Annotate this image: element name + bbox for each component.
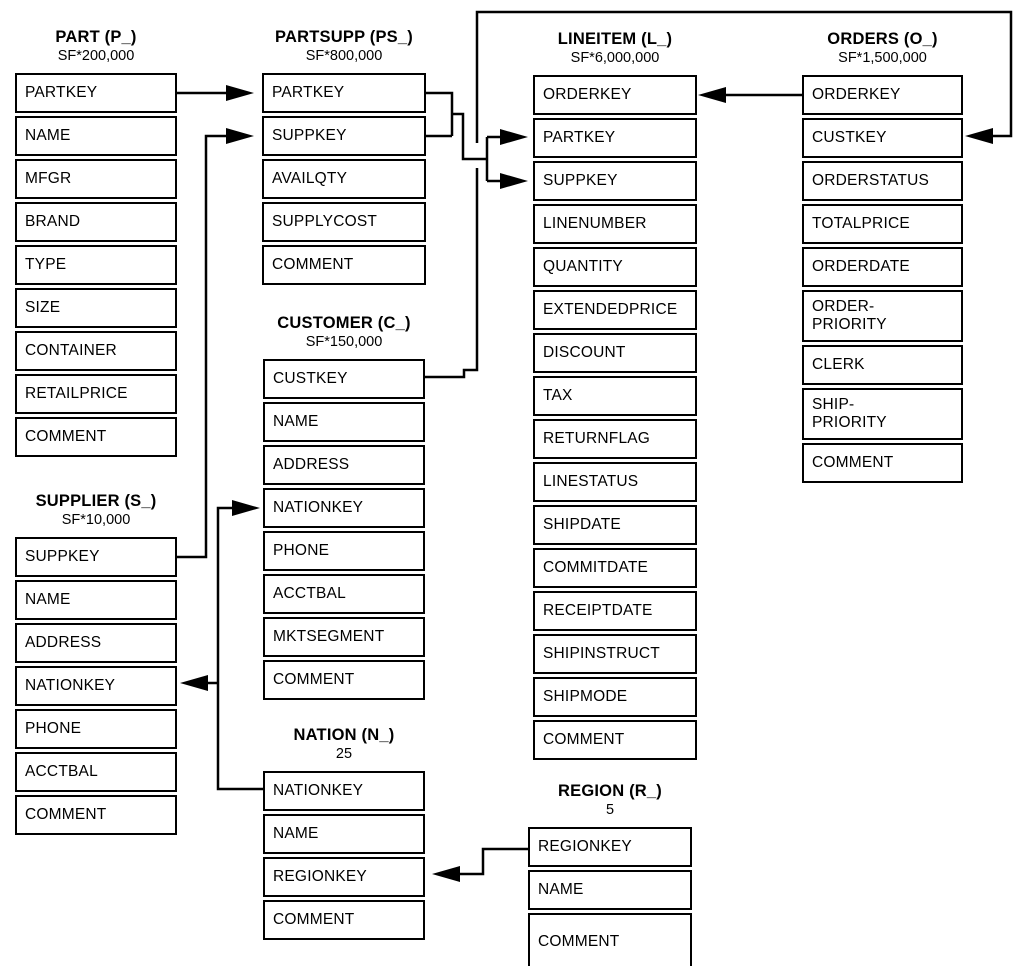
partsupp-keys-to-lineitem-keys-line <box>426 91 504 183</box>
field-part-partkey: PARTKEY <box>15 73 177 113</box>
field-orders-orderkey: ORDERKEY <box>802 75 963 115</box>
field-orders-order-priority: ORDER- PRIORITY <box>802 290 963 342</box>
table-title-orders: ORDERS (O_) <box>827 30 938 48</box>
orders-orderkey-to-lineitem-orderkey-arrowhead-0 <box>698 87 726 103</box>
field-orders-comment: COMMENT <box>802 443 963 483</box>
field-nation-comment: COMMENT <box>263 900 425 940</box>
field-customer-mktsegment: MKTSEGMENT <box>263 617 425 657</box>
field-region-comment: COMMENT <box>528 913 692 966</box>
field-lineitem-returnflag: RETURNFLAG <box>533 419 697 459</box>
field-lineitem-linestatus: LINESTATUS <box>533 462 697 502</box>
field-orders-custkey: CUSTKEY <box>802 118 963 158</box>
field-lineitem-comment: COMMENT <box>533 720 697 760</box>
table-title-supplier: SUPPLIER (S_) <box>35 492 157 510</box>
field-lineitem-shipinstruct: SHIPINSTRUCT <box>533 634 697 674</box>
field-partsupp-availqty: AVAILQTY <box>262 159 426 199</box>
customer-custkey-to-orders-custkey-arrowhead-0 <box>965 128 993 144</box>
field-orders-totalprice: TOTALPRICE <box>802 204 963 244</box>
field-supplier-nationkey: NATIONKEY <box>15 666 177 706</box>
field-supplier-suppkey: SUPPKEY <box>15 537 177 577</box>
field-customer-name: NAME <box>263 402 425 442</box>
table-cardinality-orders: SF*1,500,000 <box>838 50 927 66</box>
field-lineitem-receiptdate: RECEIPTDATE <box>533 591 697 631</box>
field-customer-custkey: CUSTKEY <box>263 359 425 399</box>
field-lineitem-partkey: PARTKEY <box>533 118 697 158</box>
field-supplier-name: NAME <box>15 580 177 620</box>
table-cardinality-region: 5 <box>605 802 615 818</box>
partsupp-keys-to-lineitem-keys-arrowhead-0 <box>500 129 528 145</box>
field-supplier-acctbal: ACCTBAL <box>15 752 177 792</box>
supplier-suppkey-to-partsupp-suppkey-line <box>177 134 230 559</box>
field-supplier-address: ADDRESS <box>15 623 177 663</box>
field-customer-phone: PHONE <box>263 531 425 571</box>
table-cardinality-supplier: SF*10,000 <box>61 512 131 528</box>
part-partkey-to-partsupp-partkey-arrowhead-0 <box>226 85 254 101</box>
field-lineitem-extendedprice: EXTENDEDPRICE <box>533 290 697 330</box>
field-partsupp-suppkey: SUPPKEY <box>262 116 426 156</box>
nation-nationkey-to-customer-and-supplier-nationkey-arrowhead-1 <box>180 675 208 691</box>
field-customer-nationkey: NATIONKEY <box>263 488 425 528</box>
field-orders-orderstatus: ORDERSTATUS <box>802 161 963 201</box>
field-customer-comment: COMMENT <box>263 660 425 700</box>
field-orders-clerk: CLERK <box>802 345 963 385</box>
field-part-comment: COMMENT <box>15 417 177 457</box>
field-part-retailprice: RETAILPRICE <box>15 374 177 414</box>
field-part-name: NAME <box>15 116 177 156</box>
field-customer-address: ADDRESS <box>263 445 425 485</box>
table-title-region: REGION (R_) <box>558 782 662 800</box>
nation-nationkey-to-customer-and-supplier-nationkey-arrowhead-0 <box>232 500 260 516</box>
table-title-lineitem: LINEITEM (L_) <box>557 30 673 48</box>
field-partsupp-supplycost: SUPPLYCOST <box>262 202 426 242</box>
table-title-part: PART (P_) <box>55 28 137 46</box>
field-lineitem-shipdate: SHIPDATE <box>533 505 697 545</box>
table-cardinality-customer: SF*150,000 <box>305 334 383 350</box>
region-regionkey-to-nation-regionkey-line <box>458 847 528 876</box>
supplier-suppkey-to-partsupp-suppkey-arrowhead-0 <box>226 128 254 144</box>
field-part-size: SIZE <box>15 288 177 328</box>
field-supplier-comment: COMMENT <box>15 795 177 835</box>
field-customer-acctbal: ACCTBAL <box>263 574 425 614</box>
field-region-name: NAME <box>528 870 692 910</box>
table-title-partsupp: PARTSUPP (PS_) <box>275 28 413 46</box>
field-orders-ship-priority: SHIP- PRIORITY <box>802 388 963 440</box>
field-supplier-phone: PHONE <box>15 709 177 749</box>
field-lineitem-shipmode: SHIPMODE <box>533 677 697 717</box>
field-lineitem-commitdate: COMMITDATE <box>533 548 697 588</box>
field-partsupp-partkey: PARTKEY <box>262 73 426 113</box>
field-lineitem-tax: TAX <box>533 376 697 416</box>
field-nation-name: NAME <box>263 814 425 854</box>
table-cardinality-lineitem: SF*6,000,000 <box>570 50 660 66</box>
field-nation-regionkey: REGIONKEY <box>263 857 425 897</box>
field-part-brand: BRAND <box>15 202 177 242</box>
field-nation-nationkey: NATIONKEY <box>263 771 425 811</box>
field-region-regionkey: REGIONKEY <box>528 827 692 867</box>
table-cardinality-partsupp: SF*800,000 <box>305 48 383 64</box>
field-part-container: CONTAINER <box>15 331 177 371</box>
field-lineitem-suppkey: SUPPKEY <box>533 161 697 201</box>
table-cardinality-nation: 25 <box>335 746 353 762</box>
partsupp-keys-to-lineitem-keys-arrowhead-1 <box>500 173 528 189</box>
region-regionkey-to-nation-regionkey-arrowhead-0 <box>432 866 460 882</box>
field-lineitem-linenumber: LINENUMBER <box>533 204 697 244</box>
customer-custkey-to-orders-custkey-line <box>425 10 1013 379</box>
table-cardinality-part: SF*200,000 <box>57 48 135 64</box>
field-part-type: TYPE <box>15 245 177 285</box>
field-part-mfgr: MFGR <box>15 159 177 199</box>
field-orders-orderdate: ORDERDATE <box>802 247 963 287</box>
field-lineitem-orderkey: ORDERKEY <box>533 75 697 115</box>
field-lineitem-quantity: QUANTITY <box>533 247 697 287</box>
table-title-customer: CUSTOMER (C_) <box>277 314 411 332</box>
field-lineitem-discount: DISCOUNT <box>533 333 697 373</box>
table-title-nation: NATION (N_) <box>293 726 395 744</box>
field-partsupp-comment: COMMENT <box>262 245 426 285</box>
